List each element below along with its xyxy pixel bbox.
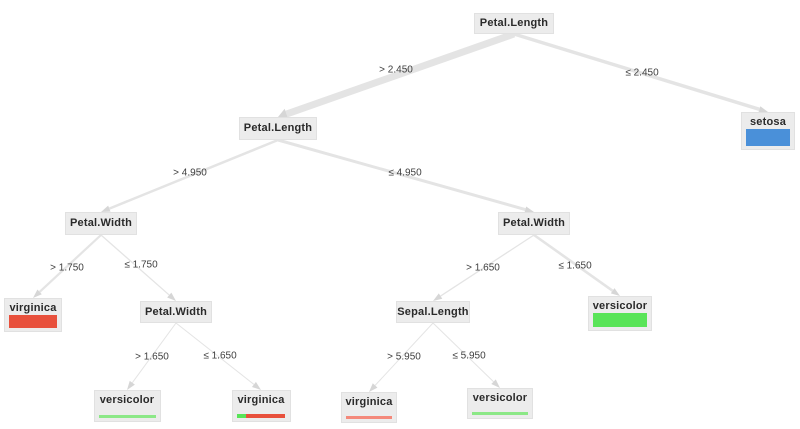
- leaf-node-virginica1[interactable]: virginica: [4, 298, 62, 332]
- split-condition-label: ≤ 2.450: [625, 67, 659, 79]
- node-label: versicolor: [592, 300, 648, 312]
- tree-edge-pw3-virginica2: [175, 322, 255, 385]
- class-probability-bar: [9, 315, 57, 328]
- split-node-pw3[interactable]: Petal.Width: [140, 301, 212, 323]
- probability-segment-virginica: [9, 315, 57, 328]
- tree-edge-pw2-sl1: [440, 234, 535, 297]
- probability-segment-versicolor: [98, 415, 156, 418]
- tree-edge-root-pl2: [285, 30, 516, 118]
- tree-edge-arrowhead: [369, 383, 378, 392]
- probability-segment-virginica: [346, 416, 392, 419]
- tree-edge-sl1-virginica3: [374, 322, 434, 386]
- node-label: Sepal.Length: [397, 305, 469, 318]
- leaf-node-virginica3[interactable]: virginica: [341, 392, 397, 423]
- split-node-sl1[interactable]: Sepal.Length: [396, 301, 470, 323]
- tree-edge-arrowhead: [33, 289, 42, 298]
- class-probability-bar: [472, 412, 528, 415]
- split-condition-label: ≤ 1.750: [124, 259, 158, 271]
- node-label: setosa: [749, 116, 787, 128]
- class-probability-bar: [98, 415, 156, 418]
- split-node-pw2[interactable]: Petal.Width: [498, 212, 570, 235]
- tree-edge-root-setosa1: [513, 32, 760, 112]
- tree-edge-pl2-pw1: [108, 138, 279, 210]
- split-condition-label: > 1.650: [135, 351, 169, 363]
- tree-edge-arrowhead: [167, 292, 176, 301]
- split-condition-label: ≤ 5.950: [452, 350, 486, 362]
- split-condition-label: > 1.650: [466, 262, 500, 274]
- tree-edge-arrowhead: [758, 106, 768, 113]
- split-condition-label: > 2.450: [379, 64, 413, 76]
- node-label: Petal.Length: [243, 122, 313, 134]
- node-label: Petal.Width: [503, 217, 565, 229]
- probability-segment-versicolor: [472, 412, 528, 415]
- leaf-node-versicolor1[interactable]: versicolor: [588, 296, 652, 331]
- leaf-node-virginica2[interactable]: virginica: [231, 390, 291, 422]
- split-condition-label: > 4.950: [173, 167, 207, 179]
- class-probability-bar: [236, 414, 286, 418]
- node-label: Petal.Length: [479, 17, 549, 29]
- leaf-node-versicolor2[interactable]: versicolor: [93, 390, 161, 422]
- split-node-pw1[interactable]: Petal.Width: [65, 212, 137, 235]
- tree-edge-pw3-versicolor2: [131, 322, 177, 384]
- tree-edge-pw1-virginica1: [38, 234, 102, 293]
- tree-edge-pw1-pw3: [100, 234, 170, 296]
- split-condition-label: ≤ 1.650: [558, 260, 592, 272]
- tree-edge-pl2-pw2: [277, 138, 526, 212]
- leaf-node-setosa1[interactable]: setosa: [741, 112, 795, 150]
- tree-edge-arrowhead: [433, 293, 443, 301]
- split-condition-label: > 1.750: [50, 262, 84, 274]
- tree-edge-pw2-versicolor1: [533, 233, 614, 292]
- split-node-pl2[interactable]: Petal.Length: [239, 117, 317, 140]
- node-label: virginica: [237, 394, 285, 406]
- tree-edge-arrowhead: [127, 380, 135, 390]
- node-label: versicolor: [472, 392, 528, 404]
- tree-edge-arrowhead: [251, 381, 261, 390]
- node-label: versicolor: [99, 394, 155, 406]
- probability-segment-versicolor: [236, 414, 247, 418]
- tree-edge-arrowhead: [278, 108, 289, 120]
- tree-edge-arrowhead: [524, 206, 534, 213]
- node-label: virginica: [345, 396, 393, 408]
- tree-edge-sl1-versicolor3: [432, 322, 494, 383]
- class-probability-bar: [593, 313, 647, 327]
- split-condition-label: > 5.950: [387, 351, 421, 363]
- split-node-root[interactable]: Petal.Length: [474, 13, 554, 34]
- tree-edge-arrowhead: [491, 379, 500, 388]
- split-condition-label: ≤ 1.650: [203, 350, 237, 362]
- class-probability-bar: [746, 129, 790, 146]
- probability-segment-versicolor: [593, 313, 647, 327]
- split-condition-label: ≤ 4.950: [388, 167, 422, 179]
- tree-edge-arrowhead: [610, 288, 620, 296]
- probability-segment-virginica: [246, 414, 286, 418]
- node-label: Petal.Width: [70, 217, 132, 229]
- leaf-node-versicolor3[interactable]: versicolor: [467, 388, 533, 419]
- node-label: Petal.Width: [145, 305, 207, 318]
- tree-edge-arrowhead: [101, 205, 111, 212]
- probability-segment-setosa: [746, 129, 790, 146]
- class-probability-bar: [346, 416, 392, 419]
- node-label: virginica: [9, 302, 57, 314]
